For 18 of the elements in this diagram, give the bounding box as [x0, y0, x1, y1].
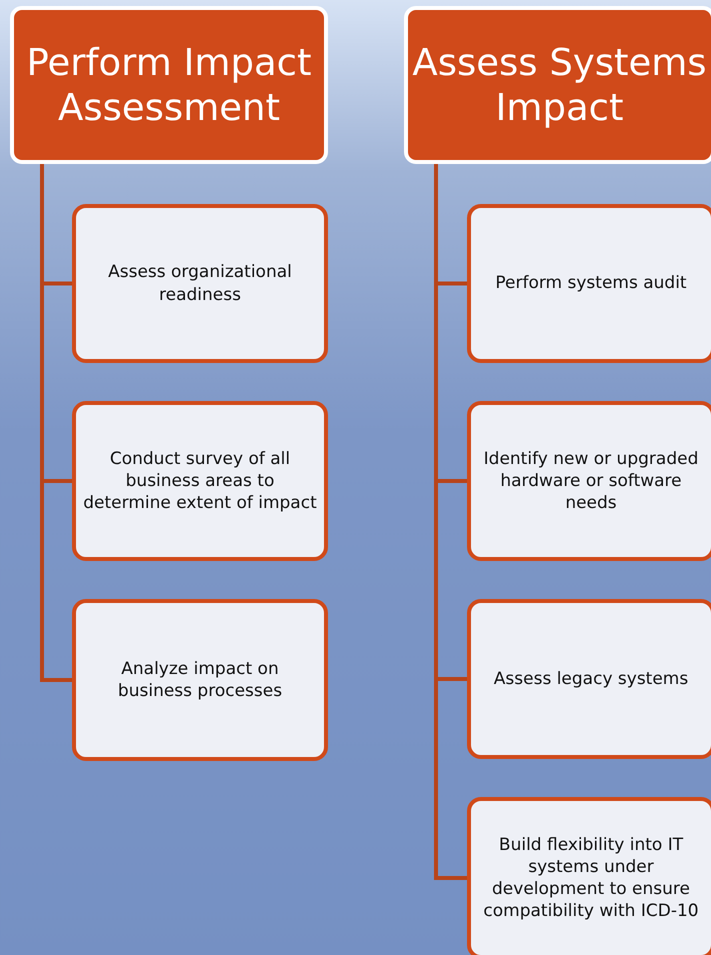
header-box [10, 6, 328, 164]
task-box [467, 797, 711, 955]
task-text: Perform systems audit [495, 272, 687, 295]
task-box [72, 599, 328, 761]
header-title: Perform Impact Assessment [26, 40, 312, 130]
task-text: Build flexibility into IT systems under development to ensure compatibility with ICD-10 [482, 834, 700, 922]
task-text: Identify new or upgraded hardware or software needs [482, 448, 700, 514]
header-box [404, 6, 711, 164]
task-box [467, 401, 711, 561]
task-box [467, 204, 711, 363]
task-text: Conduct survey of all business areas to determine extent of impact [82, 448, 318, 514]
task-box [72, 204, 328, 363]
task-text: Assess organizational readiness [107, 261, 293, 306]
task-text: Analyze impact on business processes [116, 658, 284, 702]
task-text: Assess legacy systems [494, 668, 688, 690]
header-title: Assess Systems Impact [411, 40, 708, 130]
task-box [467, 599, 711, 759]
task-box [72, 401, 328, 561]
